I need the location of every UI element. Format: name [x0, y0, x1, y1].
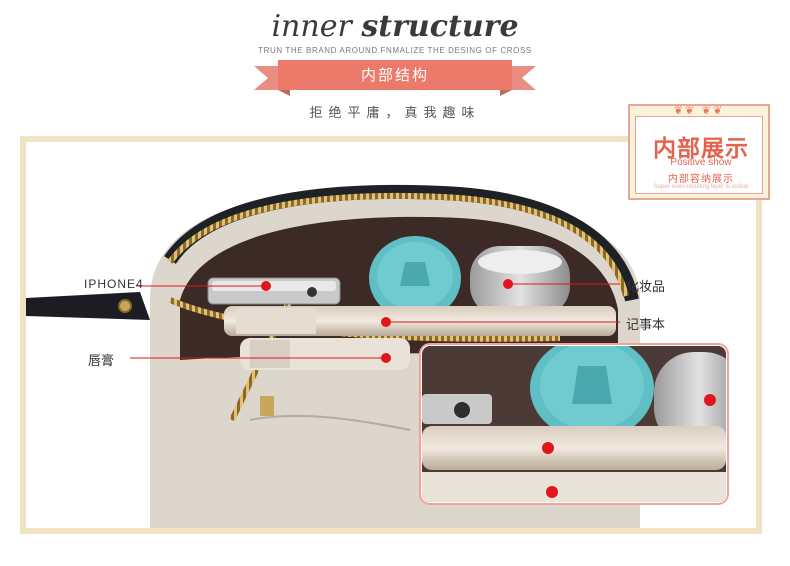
slogan: 拒绝平庸，真我趣味 [309, 106, 481, 121]
ribbon-fold-right [500, 90, 512, 96]
marker-inset-cosmetics [704, 394, 716, 406]
label-cosmetics: 化妆品 [626, 280, 666, 295]
page-title: inner structure [0, 8, 790, 46]
label-lipstick: 唇膏 [88, 354, 115, 369]
inset-zoom-view [422, 346, 726, 502]
badge-subtitle-cn: 内部容纳展示 [668, 174, 734, 185]
badge-ornament-icon: ❦❦ ❦❦ [673, 104, 725, 117]
header: inner structure TRUN THE BRAND AROUND.FN… [0, 8, 790, 55]
ribbon-fold-left [278, 90, 290, 96]
marker-lipstick [381, 353, 391, 363]
badge-subtitle-en: Positive show [670, 157, 732, 168]
badge-small-text: Super even-resulting layer is visible [653, 184, 749, 190]
marker-inset-notebook [542, 442, 554, 454]
label-iphone: IPHONE4 [84, 277, 144, 291]
page-subtitle: TRUN THE BRAND AROUND.FNMALIZE THE DESIN… [258, 46, 532, 55]
marker-iphone [261, 281, 271, 291]
leader-lines [130, 283, 620, 359]
title-word-structure: structure [361, 9, 519, 44]
badge-title: 内部展示 [653, 136, 749, 162]
label-notebook: 记事本 [626, 318, 666, 333]
badge-inner: 内部展示 Positive show 内部容纳展示 Super even-res… [635, 116, 763, 194]
marker-cosmetics [503, 279, 513, 289]
ribbon-label: 内部结构 [278, 60, 512, 90]
section-ribbon: 内部结构 [254, 60, 536, 96]
inner-display-badge: ❦❦ ❦❦ 内部展示 Positive show 内部容纳展示 Super ev… [628, 104, 770, 200]
marker-inset-lipstick [546, 486, 558, 498]
marker-notebook [381, 317, 391, 327]
title-word-inner: inner [271, 9, 352, 44]
